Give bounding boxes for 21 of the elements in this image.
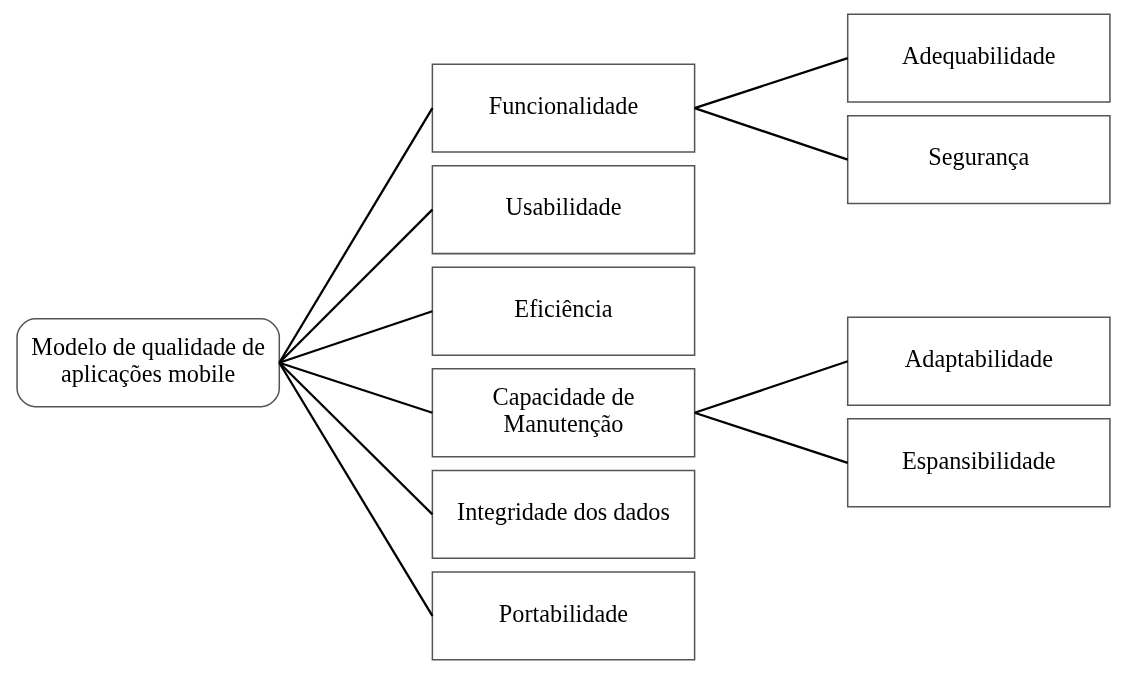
connector: [694, 360, 849, 414]
node-box: Adaptabilidade: [846, 316, 1111, 406]
node-box: Usabilidade: [431, 164, 696, 255]
connector: [278, 361, 434, 516]
node-box: Capacidade de Manutenção: [431, 368, 696, 458]
connector: [694, 57, 849, 110]
node-box: Espansibilidade: [846, 418, 1111, 508]
connector: [278, 107, 434, 364]
node-box: Segurança: [846, 114, 1111, 205]
connector: [278, 208, 434, 364]
connector: [278, 361, 433, 414]
node-box: Adequabilidade: [846, 13, 1111, 103]
node-box: Portabilidade: [431, 571, 696, 661]
node-box: Modelo de qualidade de aplicações mobile: [16, 318, 281, 408]
connector: [694, 411, 849, 464]
node-box: Eficiência: [431, 266, 696, 356]
node-box: Integridade dos dados: [431, 469, 696, 560]
connector: [694, 107, 849, 161]
connector: [278, 310, 433, 364]
connector: [278, 362, 434, 617]
node-box: Funcionalidade: [431, 63, 696, 153]
